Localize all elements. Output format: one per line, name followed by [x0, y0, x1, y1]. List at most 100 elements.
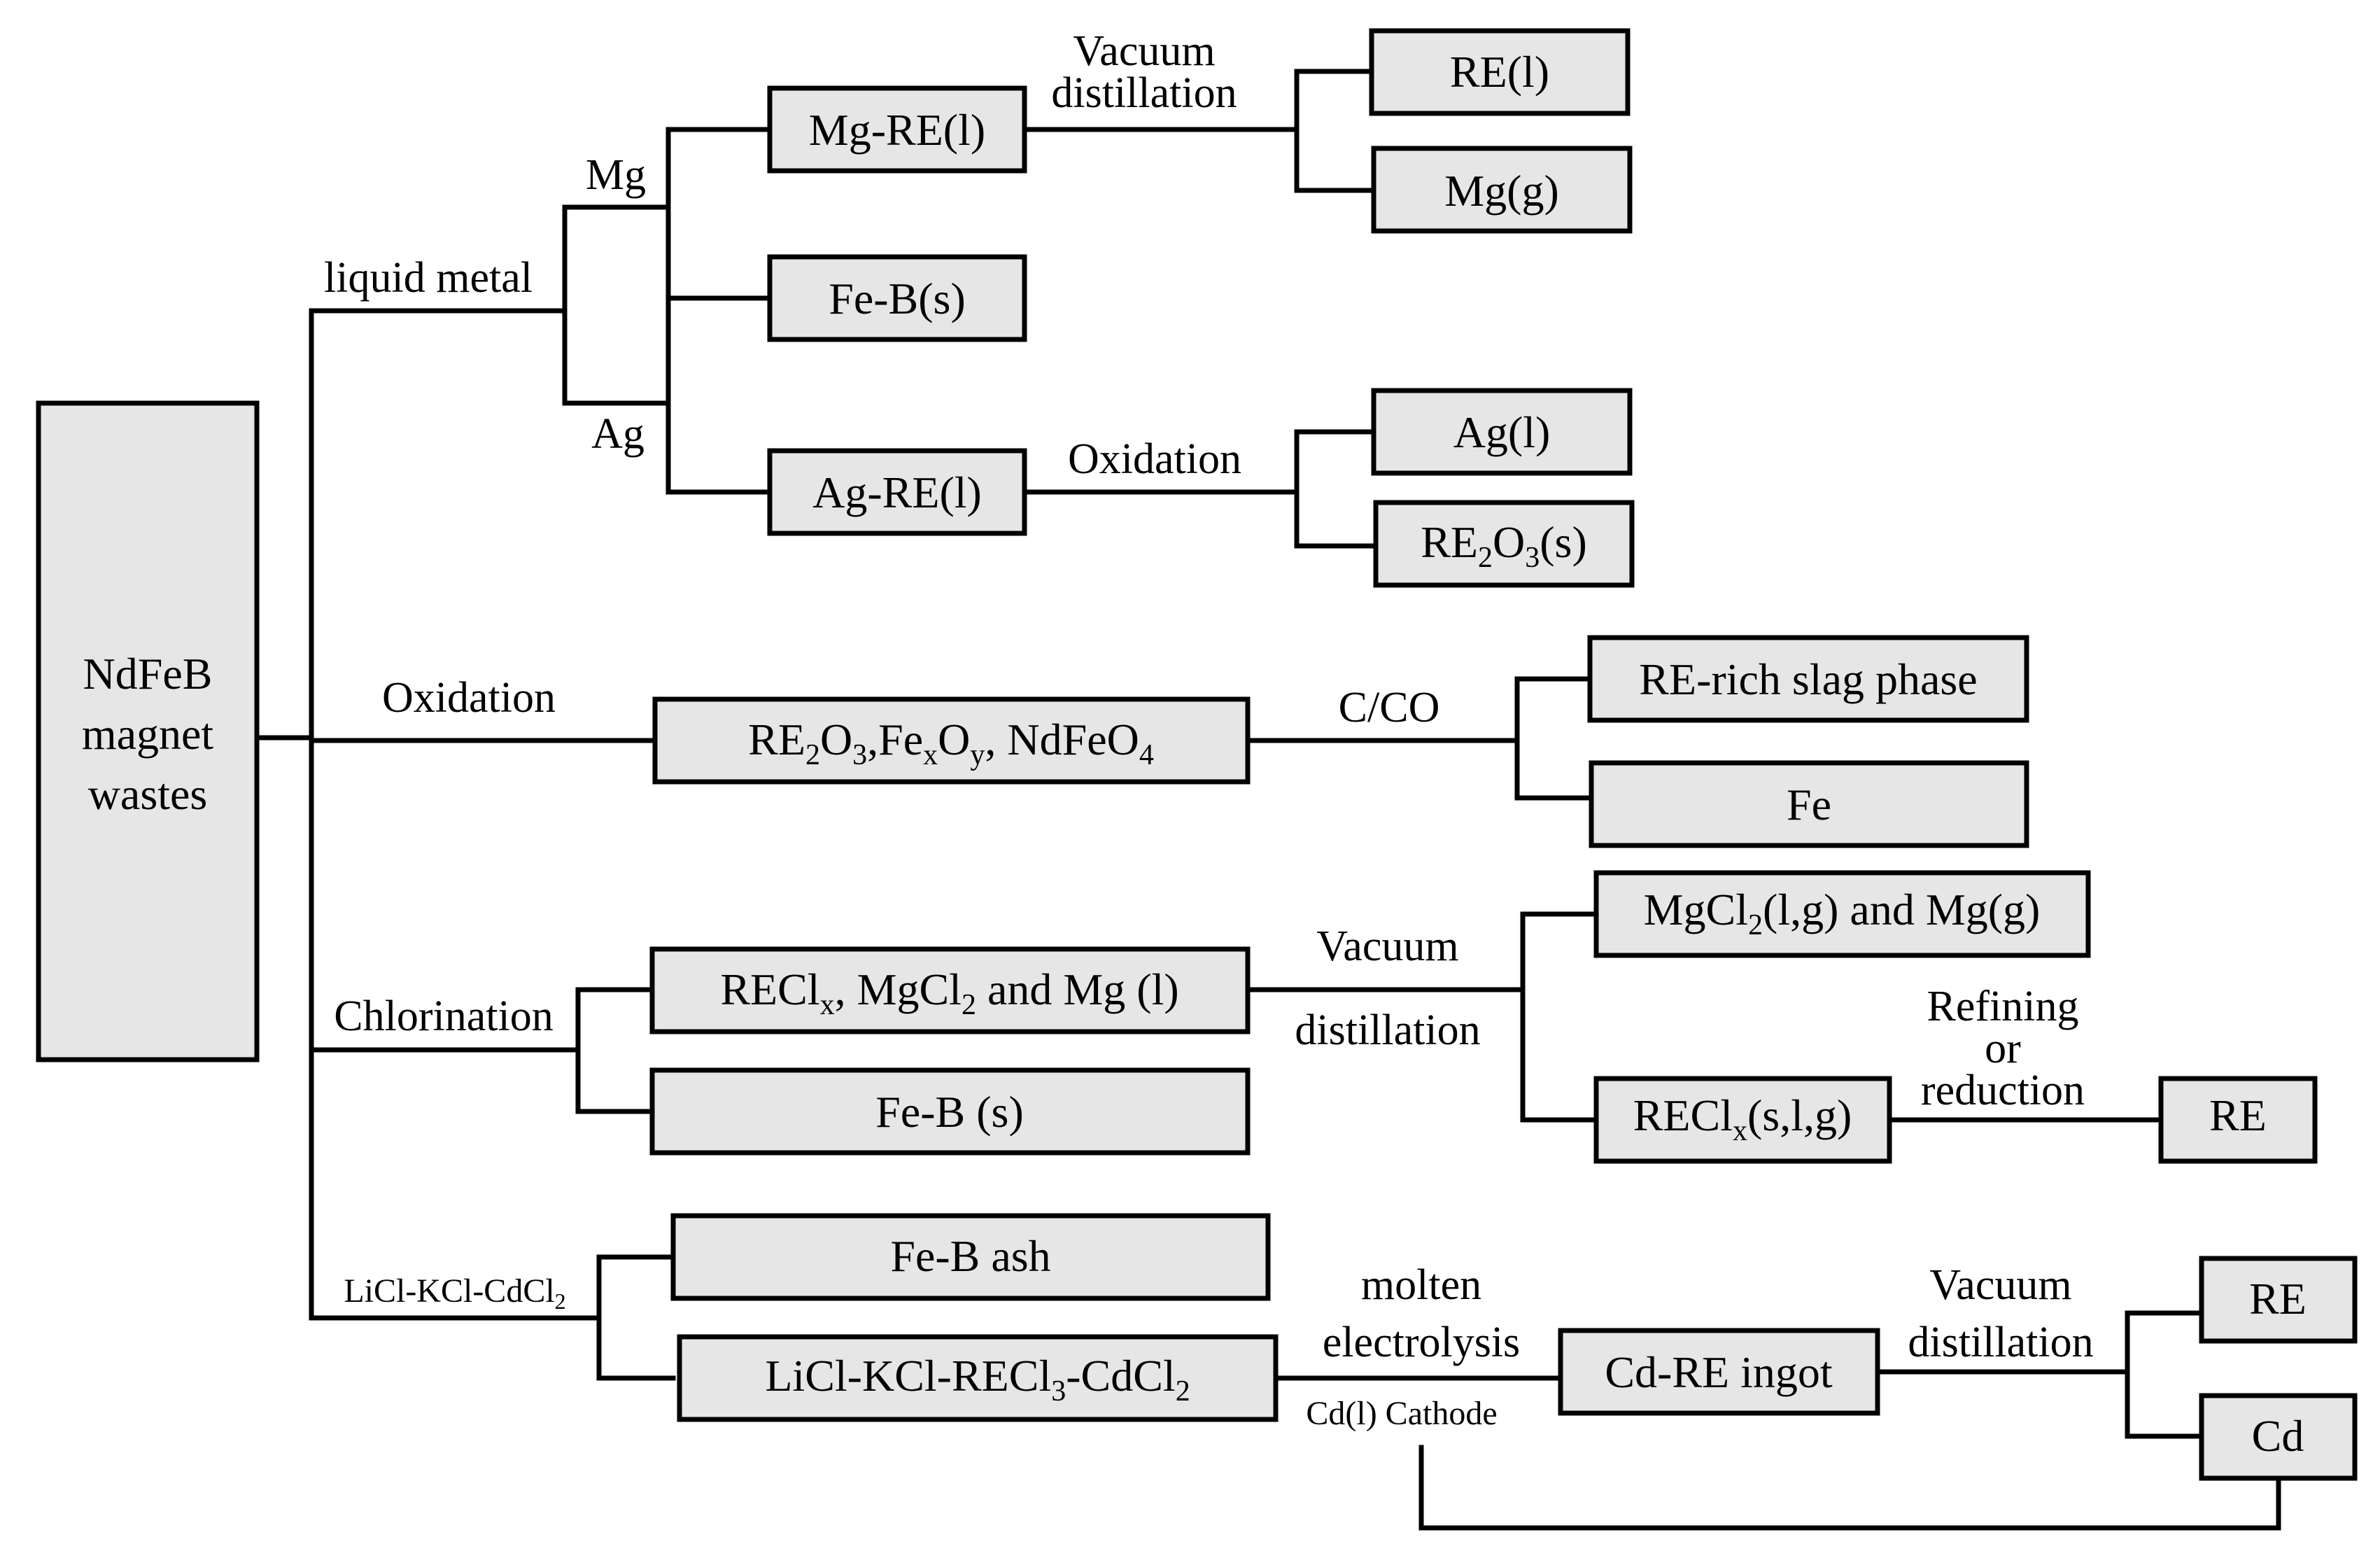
reclx-mix-part-e: and Mg (l): [976, 964, 1179, 1014]
oxides-sub-b: 2: [805, 739, 820, 771]
reclx-mix-sub-d: 2: [962, 989, 976, 1021]
licl-kcl-cdcl2-label: LiCl-KCl-CdCl2: [344, 1272, 565, 1314]
licl-kcl-cdcl2-part-a: LiCl-KCl-CdCl: [344, 1272, 554, 1310]
oxides-sub-f: x: [923, 739, 938, 771]
oxides-part-i: , NdFeO: [985, 715, 1139, 764]
boxes: [36, 28, 2358, 1481]
re-cd-box: [2199, 1256, 2358, 1344]
c-co-label: C/CO: [1339, 684, 1440, 731]
oxides-part-e: ,Fe: [867, 715, 923, 764]
re2o3-box: [1373, 500, 1635, 588]
reclx-slg-label: REClx(s,l,g): [1633, 1090, 1852, 1147]
fe-b-s-label: Fe-B (s): [875, 1087, 1024, 1137]
liquid-metal-label: liquid metal: [324, 254, 533, 302]
cd-re-label: Cd-RE ingot: [1605, 1347, 1833, 1397]
oxidation-label-main: Oxidation: [382, 674, 556, 722]
fe-box: [1589, 760, 2029, 848]
distillation-label-3: distillation: [1908, 1319, 2093, 1366]
fe-b-ash-label: Fe-B ash: [890, 1231, 1050, 1281]
ag-l-label: Ag(l): [1453, 407, 1551, 457]
licl-mix-sub-d: 2: [1176, 1375, 1190, 1408]
mgcl2-part-a: MgCl: [1644, 885, 1748, 934]
oxides-part-g: O: [938, 715, 970, 764]
licl-kcl-cdcl2-sub-b: 2: [555, 1289, 566, 1314]
cd-recycle-arrow: [1418, 1445, 2281, 1531]
edge-labels: liquid metal Mg Ag Vacuum distillation O…: [324, 27, 2094, 1432]
mgcl2-part-c: (l,g) and Mg(g): [1763, 885, 2040, 934]
mg-g-box: [1371, 146, 1633, 234]
cd-box: [2199, 1393, 2358, 1481]
mg-g-label: Mg(g): [1444, 166, 1559, 216]
re-final-box: [2158, 1076, 2318, 1164]
chlorination-label: Chlorination: [334, 992, 553, 1040]
reclx-mix-box: [649, 946, 1251, 1034]
connectors: [254, 69, 2281, 1531]
source-line-3: wastes: [88, 769, 208, 819]
re-l-box: [1369, 28, 1631, 116]
or-label: or: [1985, 1025, 2021, 1072]
oxides-sub-j: 4: [1139, 739, 1154, 771]
reduction-label: reduction: [1921, 1067, 2085, 1114]
re-final-label: RE: [2209, 1090, 2267, 1140]
licl-mix-part-a: LiCl-KCl-RECl: [765, 1351, 1051, 1401]
re2o3-part-c: O: [1493, 517, 1525, 567]
oxides-label: RE2O3,FexOy, NdFeO4: [748, 715, 1154, 771]
source-line-1: NdFeB: [83, 649, 213, 699]
vacuum-label-2: Vacuum: [1316, 922, 1458, 970]
oxides-box: [652, 696, 1251, 785]
re2o3-part-a: RE: [1421, 517, 1478, 567]
cd-label: Cd: [2252, 1411, 2304, 1461]
reclx-slg-sub-b: x: [1733, 1115, 1747, 1147]
fe-label: Fe: [1787, 780, 1831, 829]
reclx-slg-part-c: (s,l,g): [1747, 1090, 1852, 1140]
reclx-mix-part-a: RECl: [720, 964, 819, 1014]
licl-mix-sub-b: 3: [1051, 1375, 1066, 1408]
licl-mix-label: LiCl-KCl-RECl3-CdCl2: [765, 1351, 1190, 1408]
refining-label: Refining: [1927, 983, 2079, 1030]
reclx-mix-part-c: , MgCl: [835, 964, 962, 1014]
distillation-label-1: distillation: [1051, 69, 1237, 117]
re-slag-box: [1587, 635, 2029, 723]
re2o3-sub-3: 3: [1525, 542, 1540, 574]
mg-re-label: Mg-RE(l): [809, 105, 985, 155]
source-box: [36, 400, 260, 1062]
licl-mix-box: [677, 1334, 1279, 1422]
oxides-part-c: O: [820, 715, 852, 764]
fe-b-ash-box: [670, 1213, 1271, 1301]
vacuum-label-1: Vacuum: [1073, 27, 1215, 75]
mg-label: Mg: [586, 151, 646, 199]
re2o3-label: RE2O3(s): [1421, 517, 1587, 574]
ag-label: Ag: [591, 410, 645, 458]
reclx-slg-box: [1593, 1076, 1892, 1164]
mgcl2-mg-label: MgCl2(l,g) and Mg(g): [1644, 885, 2041, 941]
cd-re-box: [1558, 1328, 1880, 1416]
reclx-slg-part-a: RECl: [1633, 1090, 1733, 1140]
re-slag-label: RE-rich slag phase: [1639, 654, 1977, 704]
mg-re-box: [767, 85, 1027, 174]
fe-b-label: Fe-B(s): [829, 274, 966, 323]
oxides-part-a: RE: [748, 715, 805, 764]
re-l-label: RE(l): [1450, 47, 1549, 97]
re-cd-label: RE: [2249, 1274, 2307, 1324]
oxidation-label-ag: Oxidation: [1068, 435, 1241, 483]
mgcl2-sub-b: 2: [1748, 909, 1763, 941]
mgcl2-mg-box: [1593, 870, 2091, 958]
fe-b-box: [767, 254, 1027, 342]
oxides-sub-h: y: [970, 739, 985, 771]
reclx-mix-label: REClx, MgCl2 and Mg (l): [720, 964, 1178, 1021]
distillation-label-2: distillation: [1295, 1006, 1480, 1054]
reclx-mix-sub-b: x: [820, 989, 835, 1021]
oxides-sub-d: 3: [852, 739, 867, 771]
re2o3-part-e: (s): [1540, 517, 1587, 567]
molten-label: molten: [1361, 1261, 1481, 1309]
vacuum-label-3: Vacuum: [1929, 1261, 2071, 1309]
ag-re-box: [767, 448, 1027, 536]
re2o3-sub-2: 2: [1478, 542, 1493, 574]
fe-b-s-box: [649, 1067, 1251, 1156]
electrolysis-label: electrolysis: [1323, 1319, 1520, 1366]
ag-re-label: Ag-RE(l): [812, 468, 982, 517]
licl-mix-part-c: -CdCl: [1066, 1351, 1175, 1401]
cd-cathode-label: Cd(l) Cathode: [1306, 1395, 1497, 1432]
